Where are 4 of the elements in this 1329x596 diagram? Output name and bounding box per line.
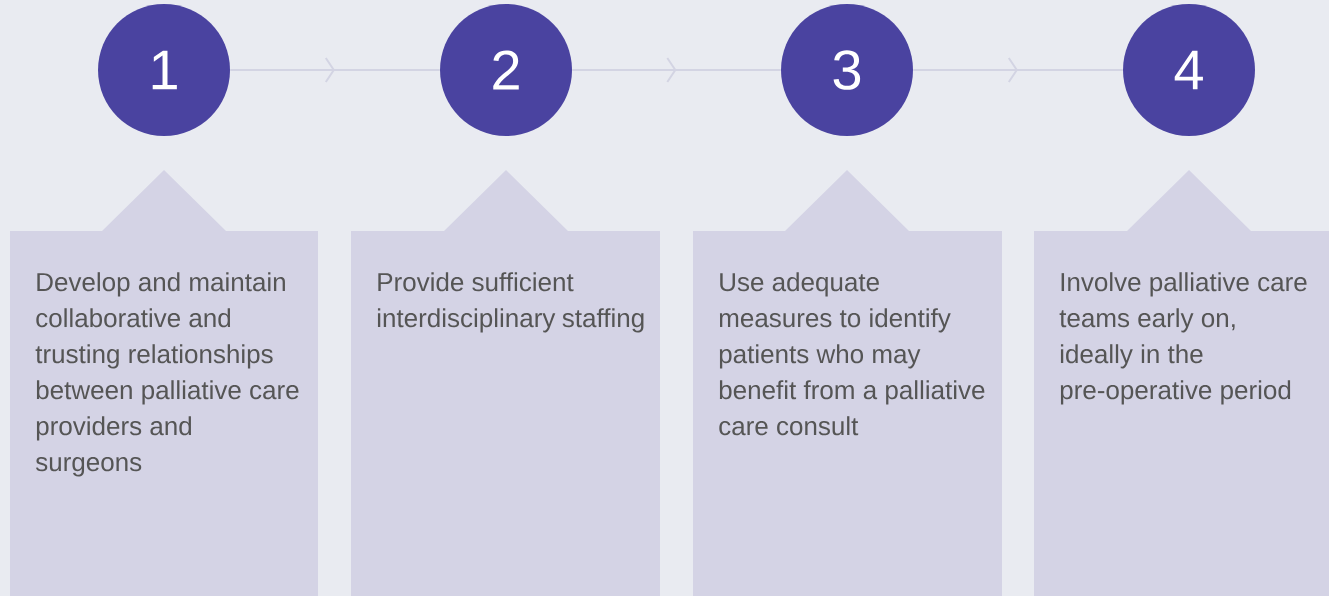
text-box: Involve palliative care teams early on, ideally in the pre-operative period: [1034, 170, 1329, 596]
text-box: Develop and maintain collaborative and trusting relationships between palliative care providers and surgeons: [10, 170, 318, 596]
text-box: Provide sufficient interdisciplinary staffing: [351, 170, 660, 596]
text-box: Use adequate measures to identify patients who may benefit from a palliative care consult: [693, 170, 1002, 596]
